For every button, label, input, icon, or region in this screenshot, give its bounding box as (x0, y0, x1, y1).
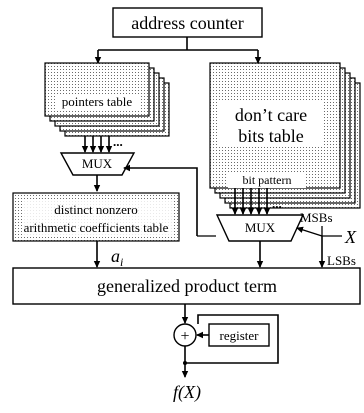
register-block: register (208, 323, 270, 347)
feedback-loop (184, 314, 279, 364)
mux-left-label: MUX (82, 156, 113, 171)
dont-care-label-line1: don’t care (235, 105, 307, 125)
bit-pattern-label: bit pattern (243, 173, 292, 187)
dont-care-label-line2: bits table (238, 126, 304, 146)
pointers-table-stack: pointers table (44, 62, 170, 137)
select-to-left-mux-arrow (123, 164, 198, 236)
mux-right: MUX (215, 214, 305, 242)
lsbs-label: LSBs (327, 253, 356, 268)
product-term-block: generalized product term (12, 267, 361, 305)
address-counter-block: address counter (112, 7, 263, 38)
mux-right-label: MUX (245, 220, 276, 235)
x-input-label: X (344, 227, 357, 247)
address-counter-label: address counter (131, 13, 243, 33)
dont-care-bits-table-stack: don’t care bits table bit pattern (209, 62, 361, 209)
adder-plus-label: + (180, 328, 189, 345)
coeff-label-line1: distinct nonzero (54, 202, 137, 217)
output-label: f(X) (173, 382, 201, 403)
pointers-to-mux-bus: ... (81, 134, 123, 153)
output-node (183, 361, 187, 365)
coeff-label-line2: arithmetic coefficients table (24, 220, 169, 235)
ai-label: ai (111, 246, 123, 269)
msbs-arrow (296, 226, 323, 237)
mux-left: MUX (59, 152, 136, 176)
bits-bus-ellipsis: ... (272, 196, 282, 211)
pointers-bus-ellipsis: ... (113, 134, 123, 149)
msbs-label: MSBs (300, 210, 333, 225)
register-label: register (220, 328, 260, 343)
product-term-label: generalized product term (97, 276, 277, 296)
bits-to-mux-bus: ... (231, 188, 282, 215)
pointers-table-label: pointers table (62, 94, 133, 109)
coefficients-table: distinct nonzero arithmetic coefficients… (12, 192, 180, 242)
adder: + (173, 323, 197, 347)
